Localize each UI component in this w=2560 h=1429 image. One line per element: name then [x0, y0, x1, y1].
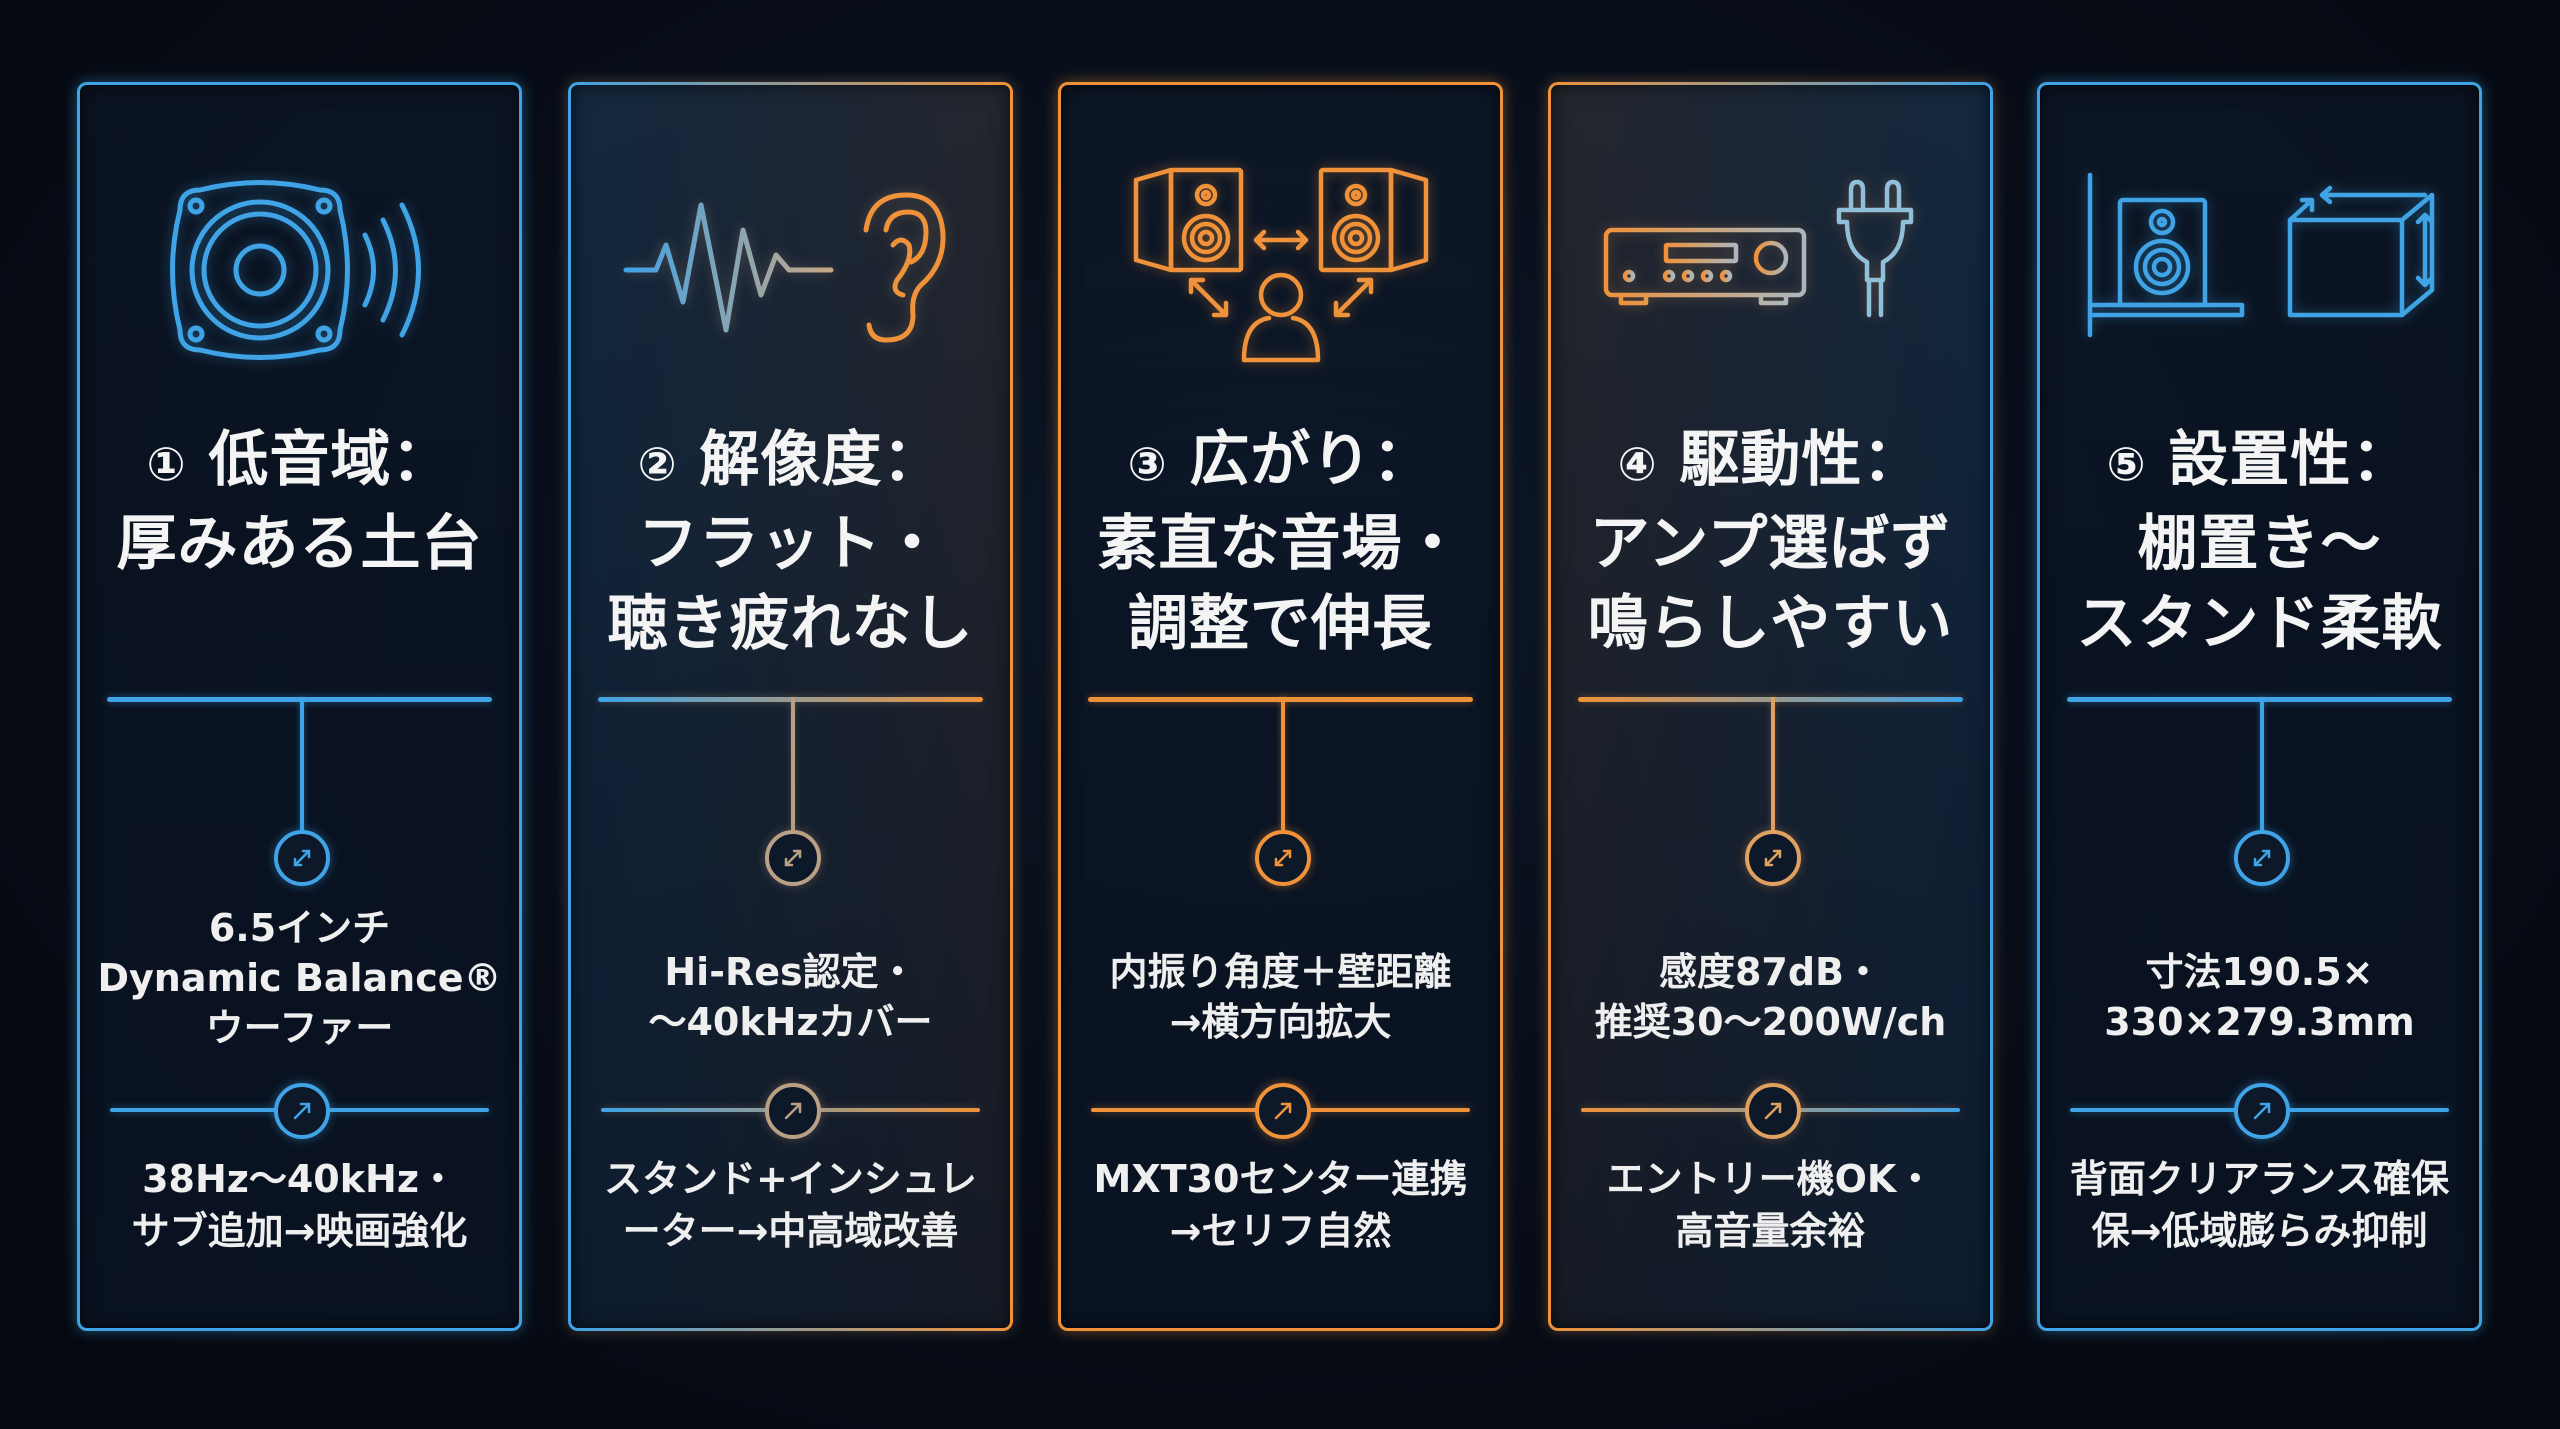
- panel-number: ⑤: [2106, 437, 2147, 491]
- connector-stem: [300, 697, 304, 832]
- panel-title: ① 低音域： 厚みある土台: [116, 425, 483, 579]
- spec-primary: Hi-Res認定・ 〜40kHzカバー: [648, 950, 933, 1044]
- feature-panel-installation: ⑤ 設置性： 棚置き〜 スタンド柔軟 寸法190.5× 330×279.3mm …: [2037, 82, 2482, 1331]
- feature-panel-bass: ① 低音域： 厚みある土台 6.5インチ Dynamic Balance® ウー…: [77, 82, 522, 1331]
- arrow-node-icon: [274, 1083, 330, 1139]
- expand-node-icon: [1255, 830, 1311, 886]
- spec-primary: 感度87dB・ 推奨30〜200W/ch: [1594, 950, 1947, 1044]
- divider-line: [598, 697, 983, 702]
- divider-line: [1088, 697, 1473, 702]
- feature-panel-soundstage: ③ 広がり： 素直な音場・ 調整で伸長 内振り角度＋壁距離 →横方向拡大 MXT…: [1058, 82, 1503, 1331]
- panel-number: ④: [1617, 437, 1658, 491]
- divider-line: [2067, 697, 2452, 702]
- spec-primary: 6.5インチ Dynamic Balance® ウーファー: [97, 906, 502, 1050]
- spec-secondary: エントリー機OK・ 高音量余裕: [1606, 1157, 1935, 1253]
- arrow-node-icon: [2234, 1083, 2290, 1139]
- panel-number: ③: [1127, 437, 1168, 491]
- spec-secondary: スタンド+インシュレ ーター→中高域改善: [603, 1157, 978, 1253]
- panel-title: ③ 広がり： 素直な音場・ 調整で伸長: [1097, 425, 1464, 659]
- panel-title: ④ 駆動性： アンプ選ばず 鳴らしやすい: [1587, 425, 1954, 659]
- amplifier-plug-icon: [1551, 105, 1990, 435]
- arrow-node-icon: [1255, 1083, 1311, 1139]
- divider-line: [107, 697, 492, 702]
- feature-panel-drivability: ④ 駆動性： アンプ選ばず 鳴らしやすい 感度87dB・ 推奨30〜200W/c…: [1548, 82, 1993, 1331]
- spec-secondary: 38Hz〜40kHz・ サブ追加→映画強化: [131, 1157, 468, 1253]
- expand-node-icon: [1745, 830, 1801, 886]
- spec-secondary: 背面クリアランス確保 保→低域膨らみ抑制: [2069, 1157, 2450, 1253]
- spec-secondary: MXT30センター連携 →セリフ自然: [1093, 1157, 1468, 1253]
- connector-stem: [2260, 697, 2264, 832]
- waveform-ear-icon: [571, 105, 1010, 435]
- expand-node-icon: [274, 830, 330, 886]
- connector-stem: [791, 697, 795, 832]
- connector-stem: [1281, 697, 1285, 832]
- panel-number: ②: [637, 437, 678, 491]
- expand-node-icon: [765, 830, 821, 886]
- shelf-speaker-dimensions-icon: [2040, 105, 2479, 435]
- arrow-node-icon: [765, 1083, 821, 1139]
- divider-line: [1578, 697, 1963, 702]
- panel-number: ①: [146, 437, 187, 491]
- speaker-woofer-soundwave-icon: [80, 105, 519, 435]
- arrow-node-icon: [1745, 1083, 1801, 1139]
- spec-primary: 内振り角度＋壁距離 →横方向拡大: [1109, 950, 1452, 1044]
- panel-title: ② 解像度： フラット・ 聴き疲れなし: [607, 425, 974, 659]
- panel-title: ⑤ 設置性： 棚置き〜 スタンド柔軟: [2076, 425, 2443, 659]
- spec-primary: 寸法190.5× 330×279.3mm: [2104, 950, 2415, 1044]
- connector-stem: [1771, 697, 1775, 832]
- stereo-speakers-listener-icon: [1061, 105, 1500, 435]
- feature-panel-resolution: ② 解像度： フラット・ 聴き疲れなし Hi-Res認定・ 〜40kHzカバー …: [568, 82, 1013, 1331]
- expand-node-icon: [2234, 830, 2290, 886]
